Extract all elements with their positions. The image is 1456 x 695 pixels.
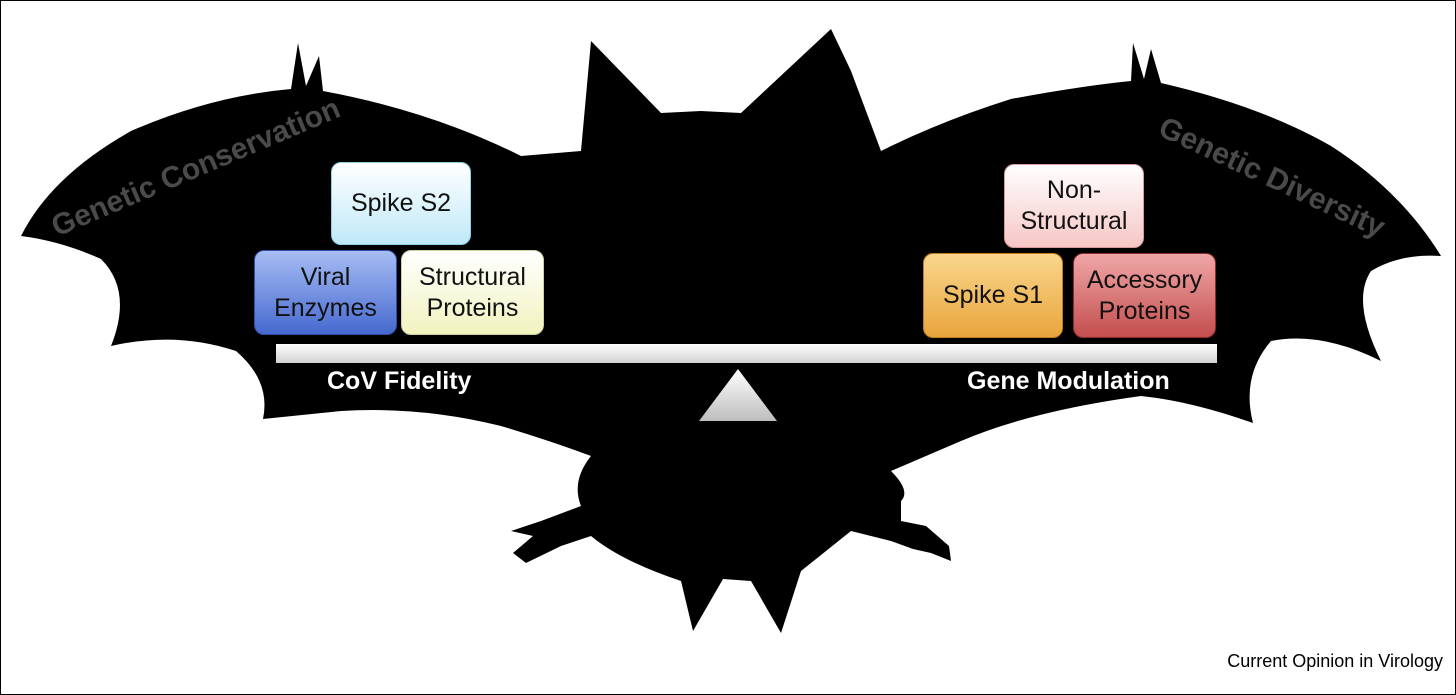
fulcrum-triangle-icon — [699, 369, 777, 421]
spike-s2-block: Spike S2 — [331, 162, 471, 245]
non-structural-block: Non- Structural — [1004, 164, 1144, 248]
viral-enzymes-block: Viral Enzymes — [254, 250, 397, 335]
journal-credit: Current Opinion in Virology — [1227, 651, 1443, 671]
cov-fidelity-label: CoV Fidelity — [327, 367, 472, 395]
gene-modulation-label: Gene Modulation — [967, 367, 1170, 395]
balance-beam — [276, 344, 1217, 363]
spike-s1-block: Spike S1 — [923, 253, 1063, 338]
accessory-proteins-block: Accessory Proteins — [1073, 253, 1216, 338]
structural-proteins-block: Structural Proteins — [401, 250, 544, 335]
